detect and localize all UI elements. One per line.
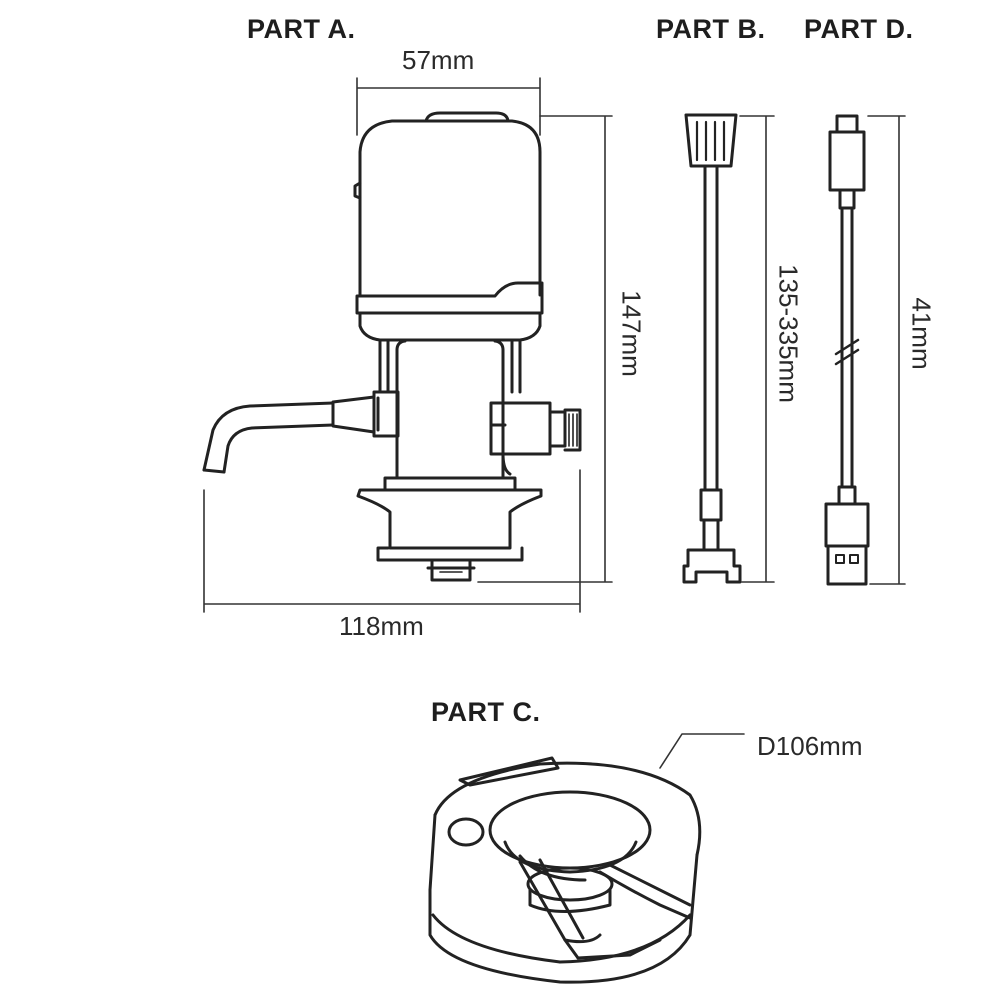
part-c-label: PART C. [431, 697, 541, 727]
part-a-width-dimension: 57mm [402, 45, 475, 75]
part-c-drawing [428, 756, 702, 984]
part-b-label: PART B. [656, 14, 766, 44]
part-d-drawing [824, 114, 870, 586]
part-d-length-dimension: 41mm [906, 297, 937, 370]
dimension-lines [203, 77, 906, 769]
part-a-drawing [202, 111, 582, 582]
part-a-label: PART A. [247, 14, 356, 44]
part-d-label: PART D. [804, 14, 914, 44]
part-a-height-dimension: 147mm [616, 290, 647, 377]
part-b-drawing [682, 113, 742, 584]
part-c-diameter-dimension: D106mm [757, 731, 863, 761]
part-a-total-width-dimension: 118mm [339, 611, 424, 641]
part-b-length-dimension: 135-335mm [773, 264, 804, 403]
